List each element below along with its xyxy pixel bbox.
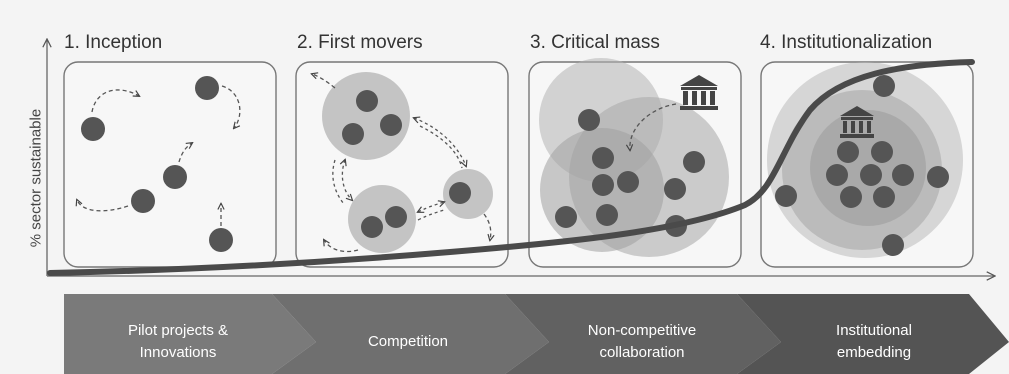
- phase-chevron: [64, 294, 316, 374]
- actor-dot: [356, 90, 378, 112]
- actor-dot: [81, 117, 105, 141]
- critical-mass-clusters: [539, 58, 729, 257]
- institutionalization-clusters: [767, 62, 963, 258]
- dashed-arrow: [417, 209, 445, 221]
- actor-dot: [617, 171, 639, 193]
- phase-bar: [64, 294, 1009, 374]
- panel-inception: [63, 61, 277, 268]
- actor-dot: [163, 165, 187, 189]
- inception-actors: [77, 76, 241, 252]
- phase-label-pilot: Pilot projects & Innovations: [80, 316, 276, 368]
- dashed-arrow: [332, 159, 345, 205]
- phase-label-collaboration: Non-competitive collaboration: [544, 316, 740, 368]
- dashed-arrow: [91, 89, 139, 113]
- phase-label-line1: Pilot projects &: [127, 322, 229, 339]
- actor-dot: [555, 206, 577, 228]
- phase-label-line2: collaboration: [599, 344, 685, 361]
- phase-chevron: [505, 294, 781, 374]
- stage-title-critical-mass: 3. Critical mass: [530, 32, 660, 53]
- dashed-arrow: [630, 103, 677, 150]
- actor-dot: [873, 75, 895, 97]
- phase-label-line2: embedding: [836, 344, 912, 361]
- dashed-arrow: [483, 213, 491, 240]
- actor-dot: [380, 114, 402, 136]
- phase-label-line2: Innovations: [139, 344, 217, 361]
- actor-dot: [596, 204, 618, 226]
- actor-dot: [683, 151, 705, 173]
- phase-chevron: [737, 294, 1009, 374]
- actor-dot: [664, 178, 686, 200]
- actor-dot: [578, 109, 600, 131]
- actor-dot: [195, 76, 219, 100]
- dashed-arrow: [312, 74, 336, 89]
- actor-dot: [873, 186, 895, 208]
- first-movers-clusters: [312, 72, 493, 253]
- institution-icon: [680, 75, 718, 110]
- actor-dot: [385, 206, 407, 228]
- actor-dot: [131, 189, 155, 213]
- actor-dot: [592, 174, 614, 196]
- actor-dot: [860, 164, 882, 186]
- y-axis-label: % sector sustainable: [27, 108, 45, 248]
- actor-dot: [837, 141, 859, 163]
- actor-dot: [592, 147, 614, 169]
- actor-dot: [449, 182, 471, 204]
- stage-title-institutionalization: 4. Institutionalization: [760, 32, 933, 53]
- actor-dot: [927, 166, 949, 188]
- phase-chevron: [272, 294, 549, 374]
- actor-dot: [882, 234, 904, 256]
- dashed-arrow: [324, 240, 359, 253]
- actor-dot: [892, 164, 914, 186]
- phase-label-line1: Competition: [367, 333, 449, 350]
- actor-dot: [775, 185, 797, 207]
- phase-label-line1: Non-competitive: [587, 322, 697, 339]
- actor-dot: [361, 216, 383, 238]
- dashed-arrow: [178, 143, 192, 163]
- actor-dot: [840, 186, 862, 208]
- institution-icon: [840, 106, 874, 138]
- s-curve: [47, 59, 975, 276]
- stage-title-inception: 1. Inception: [64, 32, 163, 53]
- dashed-arrow: [418, 202, 444, 212]
- phase-label-line1: Institutional: [836, 322, 912, 339]
- dashed-arrow: [414, 118, 466, 166]
- dashed-arrow: [419, 125, 463, 169]
- stage-title-first-movers: 2. First movers: [297, 32, 423, 53]
- cluster-circle: [348, 185, 416, 253]
- actor-dot: [209, 228, 233, 252]
- actor-dot: [826, 164, 848, 186]
- actor-dot: [871, 141, 893, 163]
- dashed-arrow: [77, 200, 129, 212]
- phase-label-embedding: Institutional embedding: [776, 316, 972, 368]
- actor-dot: [342, 123, 364, 145]
- phase-label-competition: Competition: [310, 316, 506, 368]
